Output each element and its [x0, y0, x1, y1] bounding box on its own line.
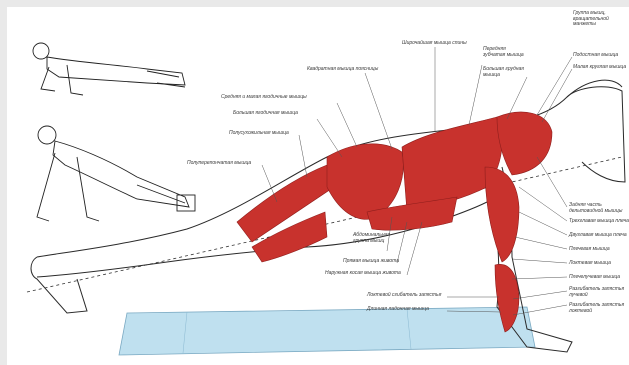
label-triceps: Трехглавая мышца плеча: [569, 219, 629, 225]
label-ext-radialis: Разгибатель запястья лучевой: [569, 287, 625, 298]
label-rectus: Прямая мышца живота: [343, 259, 399, 265]
label-ext-ulnaris: Разгибатель запястья локтевой: [569, 303, 625, 314]
label-biceps: Двуглавая мышца плеча: [569, 233, 627, 239]
label-brachialis: Плечевая мышца: [569, 247, 610, 253]
exercise-mat: [119, 307, 535, 355]
label-flexor-carpi: Локтевой сгибатель запястья: [367, 293, 441, 299]
label-quadratus: Квадратная мышца поясницы: [307, 67, 378, 73]
label-glute-max: Большая ягодичная мышца: [233, 111, 298, 117]
pushup-raised-figure-icon: [37, 126, 195, 221]
pushup-figure-icon: [33, 43, 185, 95]
label-pect-major: Большая грудная мышца: [483, 67, 529, 78]
label-serratus: Передняя зубчатая мышца: [483, 47, 529, 58]
label-glute-med: Средняя и малая ягодичные мышцы: [221, 95, 307, 101]
label-external-oblique: Наружная косая мышца живота: [325, 271, 401, 277]
label-semimembranosus: Полуперепончатая мышца: [187, 161, 251, 167]
label-semitendinosus: Полусухожильная мышца: [229, 131, 289, 137]
label-teres-minor: Малая круглая мышца: [573, 65, 626, 71]
label-rear-deltoid: Задняя часть дельтовидной мышцы: [569, 203, 627, 214]
label-infraspinatus: Подостная мышца: [573, 53, 618, 59]
label-brachioradialis: Плечелучевая мышца: [569, 275, 620, 281]
illustration-frame: Группа мышц, вращательной манжеты Широча…: [7, 7, 629, 365]
label-abdominal: Абдоминальная группа мышц: [353, 233, 393, 244]
shoulder-muscle: [497, 112, 552, 175]
label-palmaris: Длинная ладонная мышца: [367, 307, 429, 313]
plank-anatomy-illustration: [7, 7, 629, 365]
label-anconeus: Локтевая мышца: [569, 261, 611, 267]
muscle-group: [237, 112, 552, 332]
label-rotator-cuff: Группа мышц, вращательной манжеты: [573, 11, 621, 28]
label-latissimus: Широчайшая мышца спины: [402, 41, 467, 47]
